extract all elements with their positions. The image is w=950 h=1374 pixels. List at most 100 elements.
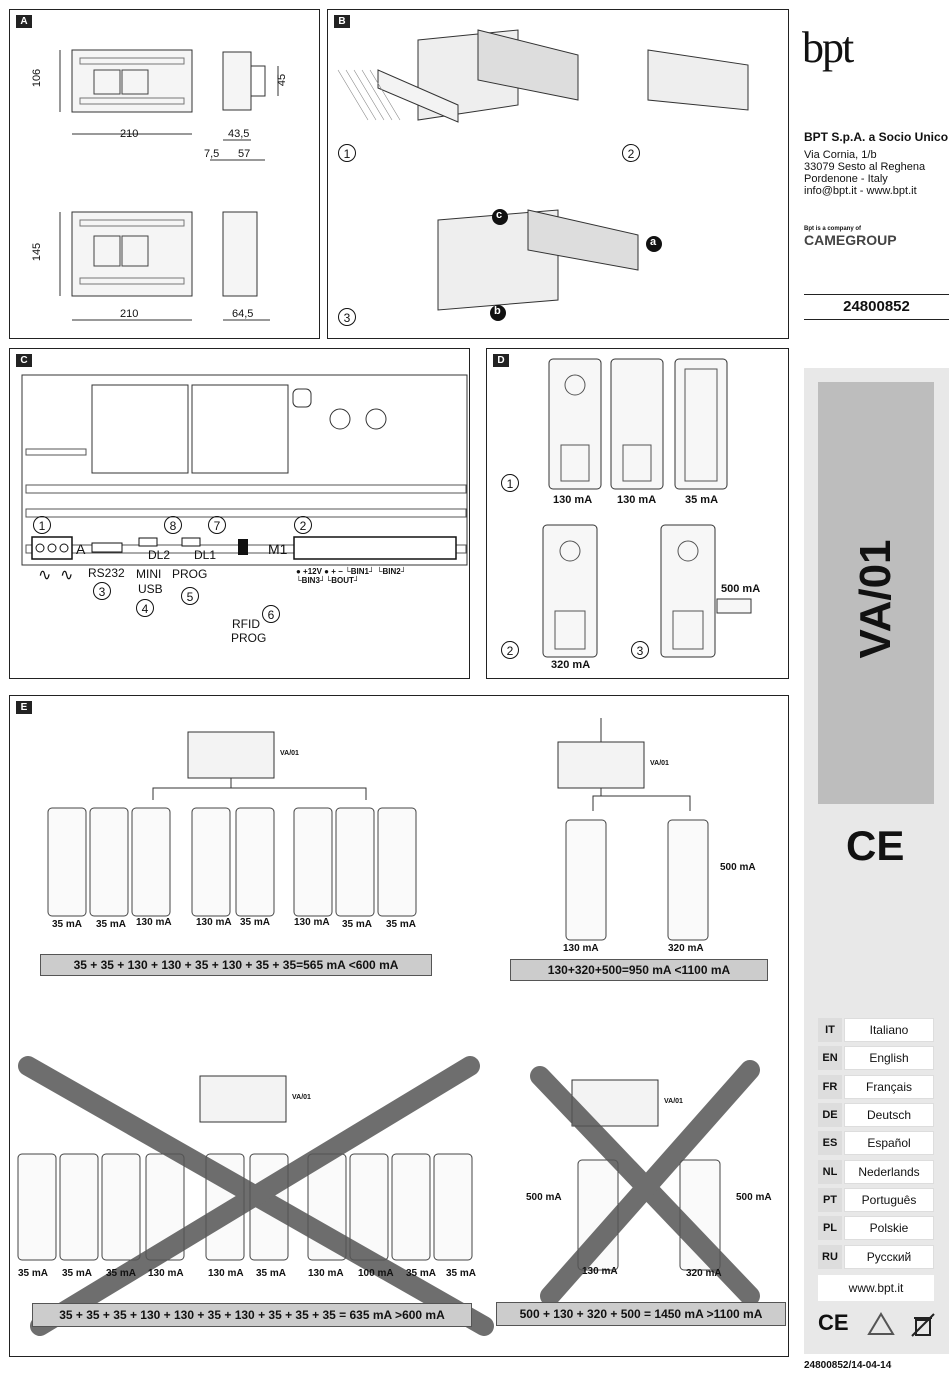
ko1-current-8: 100 mA	[358, 1268, 394, 1279]
lang-name: Polskie	[844, 1216, 934, 1240]
ok1-current-4: 130 mA	[196, 917, 232, 928]
label-dl1: DL1	[194, 548, 217, 562]
label-prog: PROG	[172, 567, 208, 581]
ko2-current-1: 500 mA	[526, 1192, 562, 1203]
label-dl2: DL2	[148, 548, 171, 562]
lang-name: Русский	[844, 1245, 934, 1269]
lang-code: PT	[818, 1188, 842, 1212]
ce-mark: CE	[846, 822, 905, 869]
panel-d-current-1: 130 mA	[553, 494, 593, 506]
panel-b-step-2: 2	[622, 144, 640, 162]
label-terminals: ● +12V ● + − └BIN1┘ └BIN2┘ └BIN3┘└BOUT┘	[296, 567, 407, 585]
panel-d-drawing	[542, 358, 752, 658]
ko1-current-5: 130 mA	[208, 1268, 244, 1279]
ko2-current-2: 500 mA	[736, 1192, 772, 1203]
label-rs232: RS232	[88, 566, 125, 580]
ko1-current-9: 35 mA	[406, 1268, 437, 1279]
ko1-current-3: 35 mA	[106, 1268, 137, 1279]
ok2-current-1: 130 mA	[563, 943, 599, 954]
dim-depth-75: 7,5	[204, 148, 220, 160]
panel-d-current-3: 35 mA	[685, 494, 719, 506]
label-rfid-prog: PROG	[231, 631, 267, 645]
ok1-current-8: 35 mA	[386, 919, 417, 930]
panel-b-tag: B	[334, 15, 350, 28]
model-banner	[818, 382, 934, 804]
ko1-current-7: 130 mA	[308, 1268, 344, 1279]
ko2-current-4: 320 mA	[686, 1268, 722, 1279]
panel-d-current-2: 130 mA	[617, 494, 657, 506]
ok1-current-6: 130 mA	[294, 917, 330, 928]
ok1-current-1: 35 mA	[52, 919, 83, 930]
doc-code: 24800852	[843, 298, 910, 315]
panel-a-drawing	[59, 49, 279, 321]
ce-mark-small: CE	[818, 1310, 849, 1335]
label-rfid: RFID	[232, 617, 260, 631]
lang-code: FR	[818, 1075, 842, 1099]
panel-c-label-2: 2	[294, 516, 312, 534]
panel-b-letter-c: c	[496, 209, 503, 221]
lang-code: DE	[818, 1103, 842, 1127]
panel-b: B 1 2 3 a b c	[327, 9, 789, 339]
dim-width-bottom: 210	[120, 308, 139, 320]
ok1-current-2: 35 mA	[96, 919, 127, 930]
website-link[interactable]: www.bpt.it	[818, 1275, 934, 1301]
dim-width-top: 210	[120, 128, 139, 140]
lang-name: Português	[844, 1188, 934, 1212]
label-ac-1: ∿	[38, 567, 52, 584]
panel-c-label-6: 6	[262, 605, 280, 623]
dim-height-bottom: 145	[31, 242, 44, 262]
ok2-formula: 130+320+500=950 mA <1100 mA	[510, 959, 768, 981]
panel-b-letter-b: b	[494, 305, 501, 317]
ko1-current-10: 35 mA	[446, 1268, 477, 1279]
panel-e-drawing	[17, 718, 760, 1336]
lang-code: EN	[818, 1046, 842, 1070]
label-a: A	[76, 541, 86, 557]
va01-label-2: VA/01	[650, 760, 669, 767]
panel-c-label-3: 3	[93, 582, 111, 600]
company-address-1: Via Cornia, 1/b	[804, 149, 877, 161]
lang-name: English	[844, 1046, 934, 1070]
panel-b-drawing	[337, 29, 749, 321]
recycle-icon	[867, 1312, 895, 1335]
panel-e-tag: E	[16, 701, 32, 714]
panel-d-current-4: 320 mA	[551, 659, 591, 671]
model-title: VA/01	[851, 539, 900, 659]
ok1-formula: 35 + 35 + 130 + 130 + 35 + 130 + 35 + 35…	[40, 954, 432, 976]
panel-d: D 1 2 3 130 mA 130 mA 35 mA 320 mA 500 m…	[486, 348, 789, 679]
panel-a-tag: A	[16, 15, 32, 28]
dim-depth-435: 43,5	[228, 128, 250, 140]
panel-c-label-5: 5	[181, 587, 199, 605]
lang-name: Español	[844, 1131, 934, 1155]
dim-depth-645: 64,5	[232, 308, 254, 320]
lang-code: PL	[818, 1216, 842, 1240]
panel-d-label-2: 2	[501, 641, 519, 659]
footer-code: 24800852/14-04-14	[804, 1360, 892, 1371]
ok1-current-7: 35 mA	[342, 919, 373, 930]
doc-code-box: 24800852	[804, 294, 949, 320]
lang-name: Deutsch	[844, 1103, 934, 1127]
panel-c-label-4: 4	[136, 599, 154, 617]
panel-c-label-1: 1	[33, 516, 51, 534]
company-address-4: info@bpt.it - www.bpt.it	[804, 185, 917, 197]
dim-height-top: 106	[31, 68, 44, 88]
panel-c: C 1 8 7 2 A M1 DL2 DL1 ∿ ∿ RS232 MINI	[9, 348, 470, 679]
va01-label-3: VA/01	[292, 1094, 311, 1101]
panel-d-label-3: 3	[631, 641, 649, 659]
company-logo: bpt	[802, 23, 854, 72]
label-usb: USB	[138, 582, 163, 596]
lang-code: NL	[818, 1160, 842, 1184]
panel-b-letter-a: a	[650, 236, 657, 248]
ko1-current-2: 35 mA	[62, 1268, 93, 1279]
lang-code: IT	[818, 1018, 842, 1042]
panel-b-step-3: 3	[338, 308, 356, 326]
company-name: BPT S.p.A. a Socio Unico	[804, 130, 949, 144]
